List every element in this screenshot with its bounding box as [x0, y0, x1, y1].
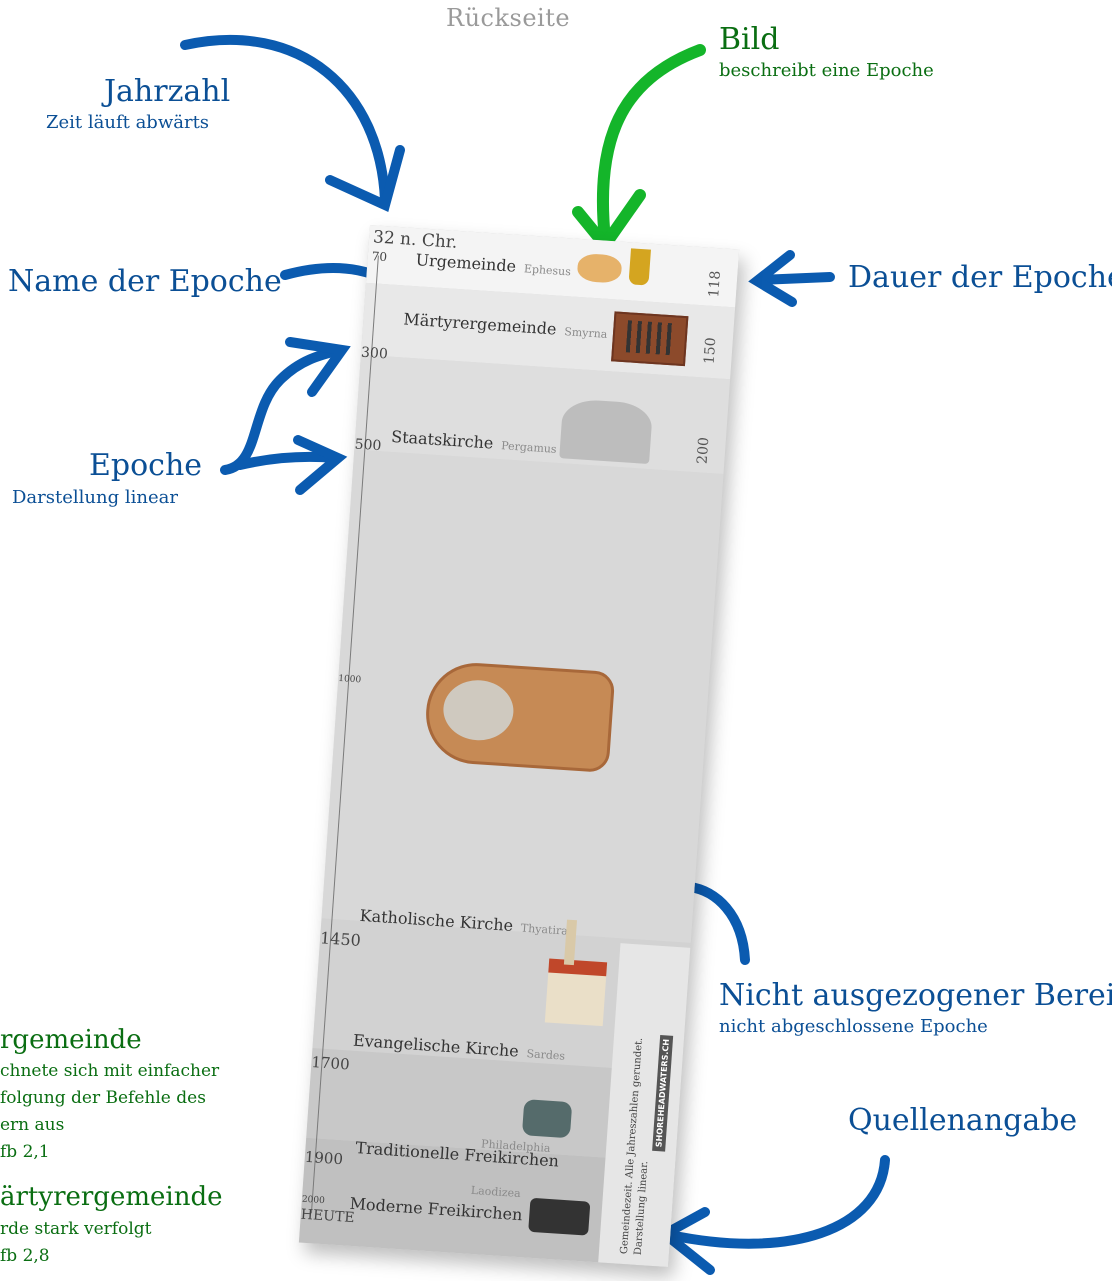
callout-jahrzahl-sub: Zeit läuft abwärts — [46, 112, 210, 133]
note-urgemeinde-title: rgemeinde — [0, 1025, 142, 1055]
year-1000: 1000 — [337, 673, 362, 686]
callout-dauer-title: Dauer der Epoche — [848, 260, 1112, 295]
note-line: folgung der Befehle des — [0, 1088, 206, 1108]
note-line: fb 2,8 — [0, 1246, 50, 1266]
hagia-sophia-icon — [559, 398, 654, 465]
note-line: ern aus — [0, 1115, 65, 1135]
year-2000: 2000 — [301, 1194, 326, 1207]
callout-bild-title: Bild — [719, 22, 780, 57]
note-maertyrer-body: rde stark verfolgt fb 2,8 — [0, 1216, 151, 1270]
duration-urgemeinde: 118 — [706, 270, 725, 298]
callout-epoche-title: Epoche — [89, 448, 203, 483]
callout-name-title: Name der Epoche — [8, 264, 282, 299]
year-1900: 1900 — [304, 1147, 344, 1169]
callout-jahrzahl-title: Jahrzahl — [104, 74, 231, 109]
callout-nicht-title: Nicht ausgezogener Bereich — [719, 978, 1112, 1013]
arrow-jahrzahl — [180, 35, 405, 212]
st-peters-basilica-icon — [422, 659, 616, 773]
note-urgemeinde-body: chnete sich mit einfacher folgung der Be… — [0, 1058, 219, 1166]
spotlights-icon — [528, 1197, 591, 1236]
callout-epoche-sub: Darstellung linear — [12, 487, 178, 508]
year-1700: 1700 — [310, 1052, 351, 1074]
year-500: 500 — [354, 436, 382, 455]
era-city-label: Thyatira — [520, 921, 569, 938]
note-line: rde stark verfolgt — [0, 1219, 152, 1239]
page-header: Rückseite — [446, 4, 571, 32]
bars — [625, 320, 674, 356]
callout-bild-sub: beschreibt eine Epoche — [719, 60, 934, 81]
group-table-icon — [521, 1099, 573, 1139]
era-city-label: Smyrna — [563, 325, 608, 341]
chalice-icon — [628, 248, 651, 286]
callout-quelle-title: Quellenangabe — [848, 1103, 1078, 1138]
year-300: 300 — [360, 344, 389, 363]
arrow-quelle — [656, 1155, 890, 1275]
church-icon — [544, 958, 608, 1027]
note-line: chnete sich mit einfacher — [0, 1061, 220, 1081]
arrow-bild — [572, 44, 706, 255]
year-70: 70 — [371, 249, 388, 265]
prison-bars-icon — [611, 311, 689, 367]
era-city-label: Pergamus — [500, 439, 558, 456]
arrow-dauer — [748, 250, 835, 307]
note-line: fb 2,1 — [0, 1142, 50, 1162]
note-maertyrer-title: ärtyrergemeinde — [0, 1182, 223, 1212]
arrow-epoche — [220, 337, 351, 495]
callout-nicht-sub: nicht abgeschlossene Epoche — [719, 1016, 988, 1037]
year-1450: 1450 — [319, 928, 362, 950]
square — [441, 678, 516, 743]
era-city-label: Sardes — [526, 1047, 566, 1063]
duration-staatskirche: 200 — [694, 436, 713, 465]
duration-maertyrer: 150 — [701, 336, 720, 365]
era-city-label: Ephesus — [523, 262, 572, 279]
